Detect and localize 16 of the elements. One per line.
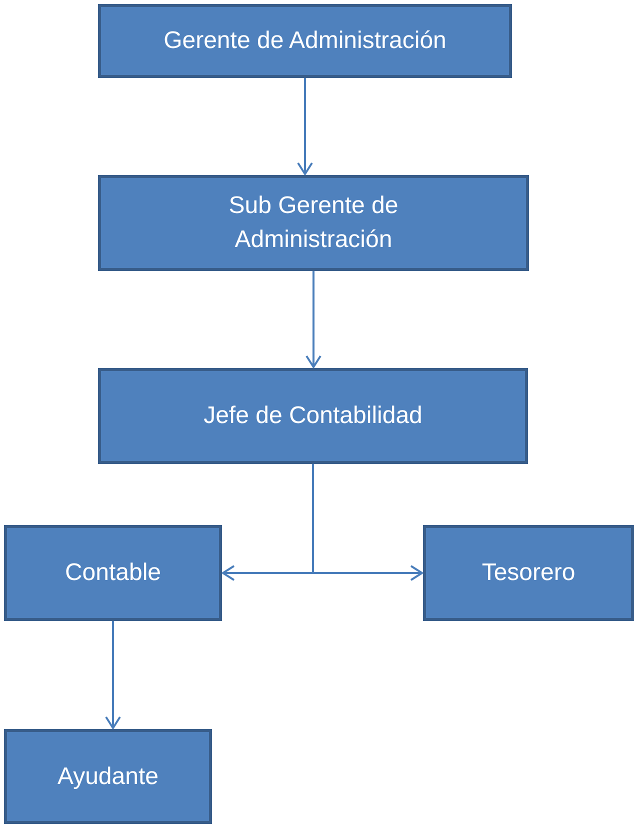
- org-box: [423, 525, 634, 621]
- connector-arrow: [312, 464, 423, 581]
- org-box: [4, 525, 222, 621]
- role-title: Sub Gerente de Administración: [228, 191, 400, 255]
- connector-arrow: [297, 78, 313, 175]
- role-title: Ayudante: [58, 762, 158, 792]
- org-box: [98, 4, 512, 78]
- org-box: [98, 368, 528, 464]
- connector-arrow: [306, 271, 322, 368]
- role-title: Jefe de Contabilidad: [204, 401, 422, 431]
- role-title: Contable: [64, 558, 162, 588]
- role-title: Gerente de Administración: [164, 26, 446, 56]
- org-box: [98, 175, 529, 271]
- org-box: [4, 729, 212, 824]
- role-title: Tesorero: [482, 558, 576, 588]
- connector-arrow: [105, 621, 121, 729]
